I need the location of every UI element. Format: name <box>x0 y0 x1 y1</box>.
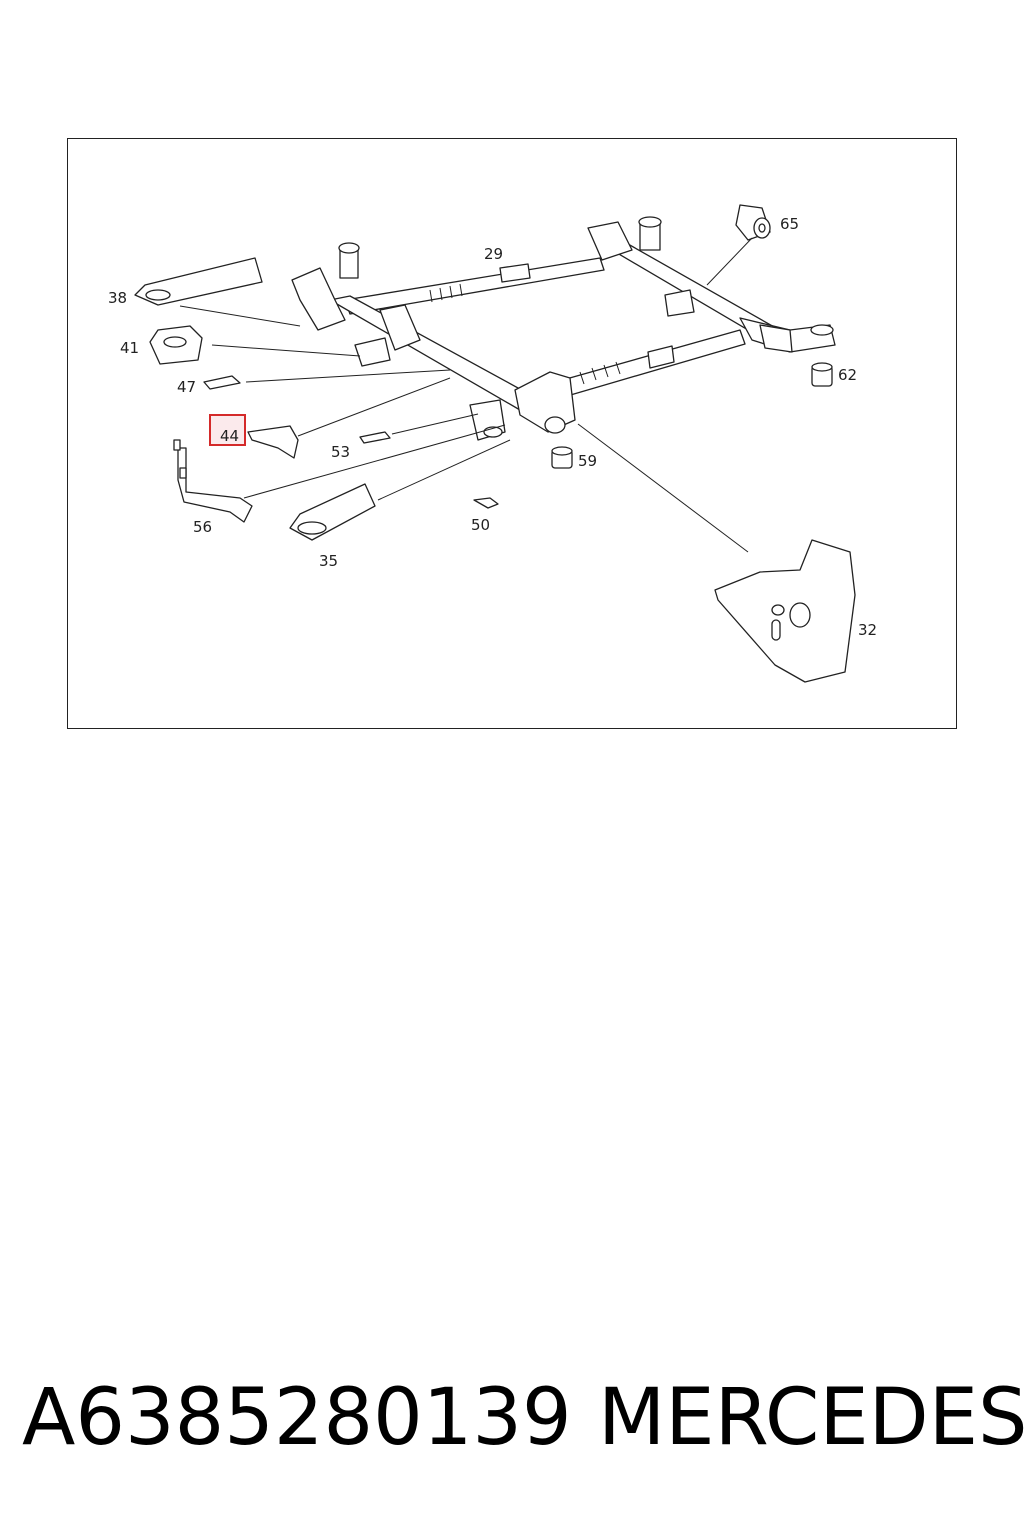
part-47-plate <box>203 375 241 390</box>
callout-32: 32 <box>858 621 877 639</box>
part-44-bracket <box>247 425 299 459</box>
callout-50: 50 <box>471 516 490 534</box>
callout-65: 65 <box>780 215 799 233</box>
right-center-mount <box>664 289 695 317</box>
callout-41: 41 <box>120 339 139 357</box>
footer: A6385280139 MERCEDES <box>0 1372 1024 1472</box>
part-50-clip <box>473 497 499 509</box>
front-rail-ribs <box>579 361 621 385</box>
callout-62: 62 <box>838 366 857 384</box>
part-38-plate <box>134 257 263 306</box>
callout-38: 38 <box>108 289 127 307</box>
left-rear-post-top <box>338 242 360 254</box>
rear-rail <box>344 257 605 315</box>
callout-59: 59 <box>578 452 597 470</box>
part-32-bracket <box>714 539 856 683</box>
callout-56: 56 <box>193 518 212 536</box>
brand-name: MERCEDES <box>598 1373 1024 1463</box>
left-mount-pad <box>354 337 391 367</box>
right-rear-post-top <box>638 216 662 228</box>
part-53-plate <box>359 431 391 444</box>
callout-53: 53 <box>331 443 350 461</box>
right-front-bushing-housing <box>759 324 793 353</box>
left-front-tower <box>514 371 576 433</box>
part-41-bracket <box>149 325 203 365</box>
left-front-eye <box>544 416 566 434</box>
part-number: A6385280139 <box>22 1373 572 1463</box>
callout-29: 29 <box>484 245 503 263</box>
left-rear-tower <box>291 267 346 331</box>
part-65-bushing <box>735 204 771 241</box>
callout-35: 35 <box>319 552 338 570</box>
part-59-bushing <box>551 446 573 469</box>
leader-lines <box>179 237 753 553</box>
front-rail-clip <box>647 345 675 369</box>
left-bracket <box>379 304 421 351</box>
right-front-eye <box>810 324 834 336</box>
part-35-plate <box>289 483 376 541</box>
parts-diagram: 29 65 38 41 47 44 53 62 59 56 50 35 32 <box>108 204 877 683</box>
callout-47: 47 <box>177 378 196 396</box>
part-56-bracket <box>173 439 253 523</box>
subframe-assembly <box>291 216 836 441</box>
callout-44: 44 <box>220 427 239 445</box>
right-rear-tower <box>587 221 633 261</box>
highlight-box <box>209 414 246 446</box>
rear-rail-clip <box>499 263 531 283</box>
part-62-bushing <box>811 362 833 387</box>
rear-rail-ribs <box>429 283 463 303</box>
